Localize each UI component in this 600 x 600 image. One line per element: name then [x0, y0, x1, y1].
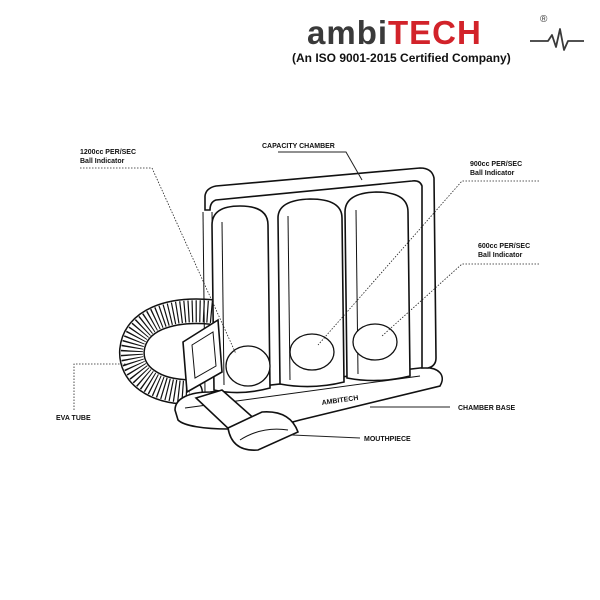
mouthpiece [194, 389, 300, 451]
label-eva-tube: EVA TUBE [56, 415, 91, 422]
labels: 1200cc PER/SEC Ball Indicator CAPACITY C… [56, 143, 530, 443]
cylinder-900 [277, 198, 345, 388]
label-600-indicator: Ball Indicator [478, 252, 523, 259]
leader-900 [317, 180, 539, 346]
ball-900 [289, 333, 335, 371]
brand-tagline: (An ISO 9001-2015 Certified Company) [292, 51, 511, 65]
label-900-indicator: Ball Indicator [470, 170, 515, 177]
label-900-rate: 900cc PER/SEC [470, 161, 522, 168]
label-chamber-base: CHAMBER BASE [458, 405, 516, 412]
brand-name-part2: TECH [388, 14, 482, 51]
leader-lines [73, 151, 539, 439]
ball-600 [352, 323, 398, 361]
cylinder-1200 [211, 205, 271, 394]
heartbeat-icon [530, 28, 584, 51]
brand-name-part1: ambi [307, 14, 388, 51]
label-1200-rate: 1200cc PER/SEC [80, 149, 136, 156]
cylinder-600 [344, 191, 411, 382]
registered-mark: ® [540, 14, 548, 25]
label-mouthpiece: MOUTHPIECE [364, 436, 411, 443]
label-1200-indicator: Ball Indicator [80, 158, 125, 165]
leader-eva [73, 363, 130, 410]
label-capacity-chamber: CAPACITY CHAMBER [262, 143, 335, 150]
eva-tube [118, 298, 225, 405]
tube-connector [182, 318, 223, 394]
label-600-rate: 600cc PER/SEC [478, 243, 530, 250]
leader-capacity [278, 151, 363, 181]
brand-logo: ambi TECH ® (An ISO 9001-2015 Certified … [292, 14, 584, 65]
ball-1200 [225, 345, 271, 387]
leader-mouthpiece [291, 434, 361, 439]
leader-1200 [80, 167, 237, 355]
